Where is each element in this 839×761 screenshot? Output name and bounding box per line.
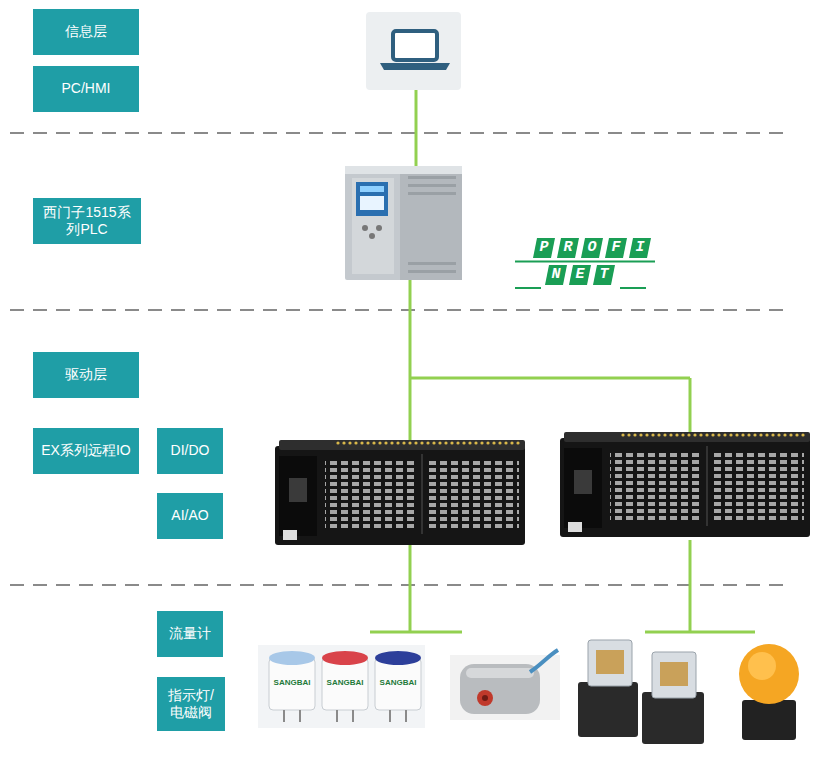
layer-label-box: EX系列远程IO [33,428,139,474]
plc-picture [345,166,462,280]
layer-label: AI/AO [171,507,208,525]
layer-label: 西门子1515系 列PLC [37,204,137,239]
layer-label: 信息层 [65,23,107,41]
laptop-icon [366,12,461,90]
layer-label-box: 信息层 [33,9,139,55]
indicator-lamp-picture [739,644,799,740]
relay-picture [578,640,704,744]
remote-io-module [275,440,525,545]
logo-text: PROFI [540,238,660,258]
brand-text: SANGBAI [269,678,315,688]
layer-label-box: 流量计 [157,611,223,657]
layer-label-box: AI/AO [157,493,223,539]
layer-label: DI/DO [171,442,210,460]
layer-label-box: 指示灯/ 电磁阀 [157,677,225,731]
brand-text: SANGBAI [375,678,421,688]
layer-label: 指示灯/ 电磁阀 [161,687,221,722]
layer-label-box: 驱动层 [33,352,139,398]
flow-meter-picture [450,650,560,720]
gas-sensor-picture [258,645,425,728]
remote-io-module [560,432,810,537]
brand-text: SANGBAI [322,678,368,688]
layer-label-box: 西门子1515系 列PLC [33,198,141,244]
layer-label: 流量计 [169,625,211,643]
layer-label: PC/HMI [62,80,111,98]
layer-label: EX系列远程IO [41,442,130,460]
logo-text: NET [552,265,624,285]
layer-label-box: DI/DO [157,428,223,474]
layer-label-box: PC/HMI [33,66,139,112]
layer-label: 驱动层 [65,366,107,384]
